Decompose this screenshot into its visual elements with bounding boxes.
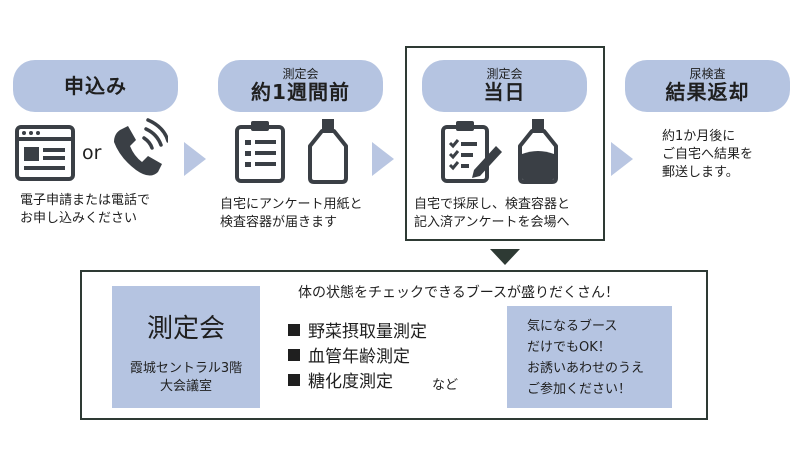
step3-desc: 自宅で採尿し、検査容器と 記入済アンケートを会場へ: [414, 197, 571, 230]
step3-title: 当日: [483, 80, 526, 105]
filled-bottle-icon: [518, 119, 558, 184]
step3-title-pill: 測定会 当日: [422, 60, 587, 112]
square-bullet-icon: [288, 349, 300, 361]
step2-desc: 自宅にアンケート用紙と 検査容器が届きます: [220, 197, 363, 230]
step1-title-pill: 申込み: [13, 60, 178, 112]
list-item: 糖化度測定: [288, 370, 427, 395]
sample-bottle-icon: [308, 119, 348, 184]
checklist-icon: [235, 121, 285, 183]
step4-title-pill: 尿検査 結果返却: [625, 60, 790, 112]
step2-title: 約1週間前: [251, 80, 350, 105]
phone-icon: [114, 118, 168, 176]
step2-subtitle: 測定会: [282, 66, 319, 81]
list-item: 野菜摂取量測定: [288, 320, 427, 345]
event-headline: 体の状態をチェックできるブースが盛りだくさん！: [298, 285, 620, 301]
web-form-icon: [15, 125, 75, 181]
or-label: or: [82, 142, 102, 164]
arrow-right-icon: [372, 142, 394, 176]
arrow-down-icon: [490, 249, 520, 265]
list-item: 血管年齢測定: [288, 345, 427, 370]
note-text: 気になるブース だけでもOK！ お誘いあわせのうえ ご参加ください！: [527, 319, 645, 397]
step4-subtitle: 尿検査: [689, 66, 726, 81]
booth-list: 野菜摂取量測定 血管年齢測定 糖化度測定: [288, 320, 427, 395]
note-box: 気になるブース だけでもOK！ お誘いあわせのうえ ご参加ください！: [507, 306, 672, 408]
event-name-box: 測定会 霞城セントラル3階 大会議室: [112, 286, 260, 408]
step1-desc: 電子申請または電話で お申し込みください: [20, 193, 151, 226]
step3-subtitle: 測定会: [486, 66, 523, 81]
arrow-right-icon: [184, 142, 206, 176]
arrow-right-icon: [611, 142, 633, 176]
event-name: 測定会: [146, 314, 225, 344]
etc-label: など: [432, 378, 459, 393]
step4-title: 結果返却: [665, 80, 750, 105]
step2-title-pill: 測定会 約1週間前: [218, 60, 383, 112]
clipboard-pen-icon: [441, 121, 502, 183]
event-info-box: [80, 270, 708, 420]
step3-highlight-frame: [405, 46, 605, 241]
step4-desc: 約1か月後に ご自宅へ結果を 郵送します。: [662, 129, 754, 180]
square-bullet-icon: [288, 374, 300, 386]
step1-title: 申込み: [64, 73, 127, 98]
event-venue: 霞城セントラル3階 大会議室: [129, 361, 243, 394]
square-bullet-icon: [288, 324, 300, 336]
